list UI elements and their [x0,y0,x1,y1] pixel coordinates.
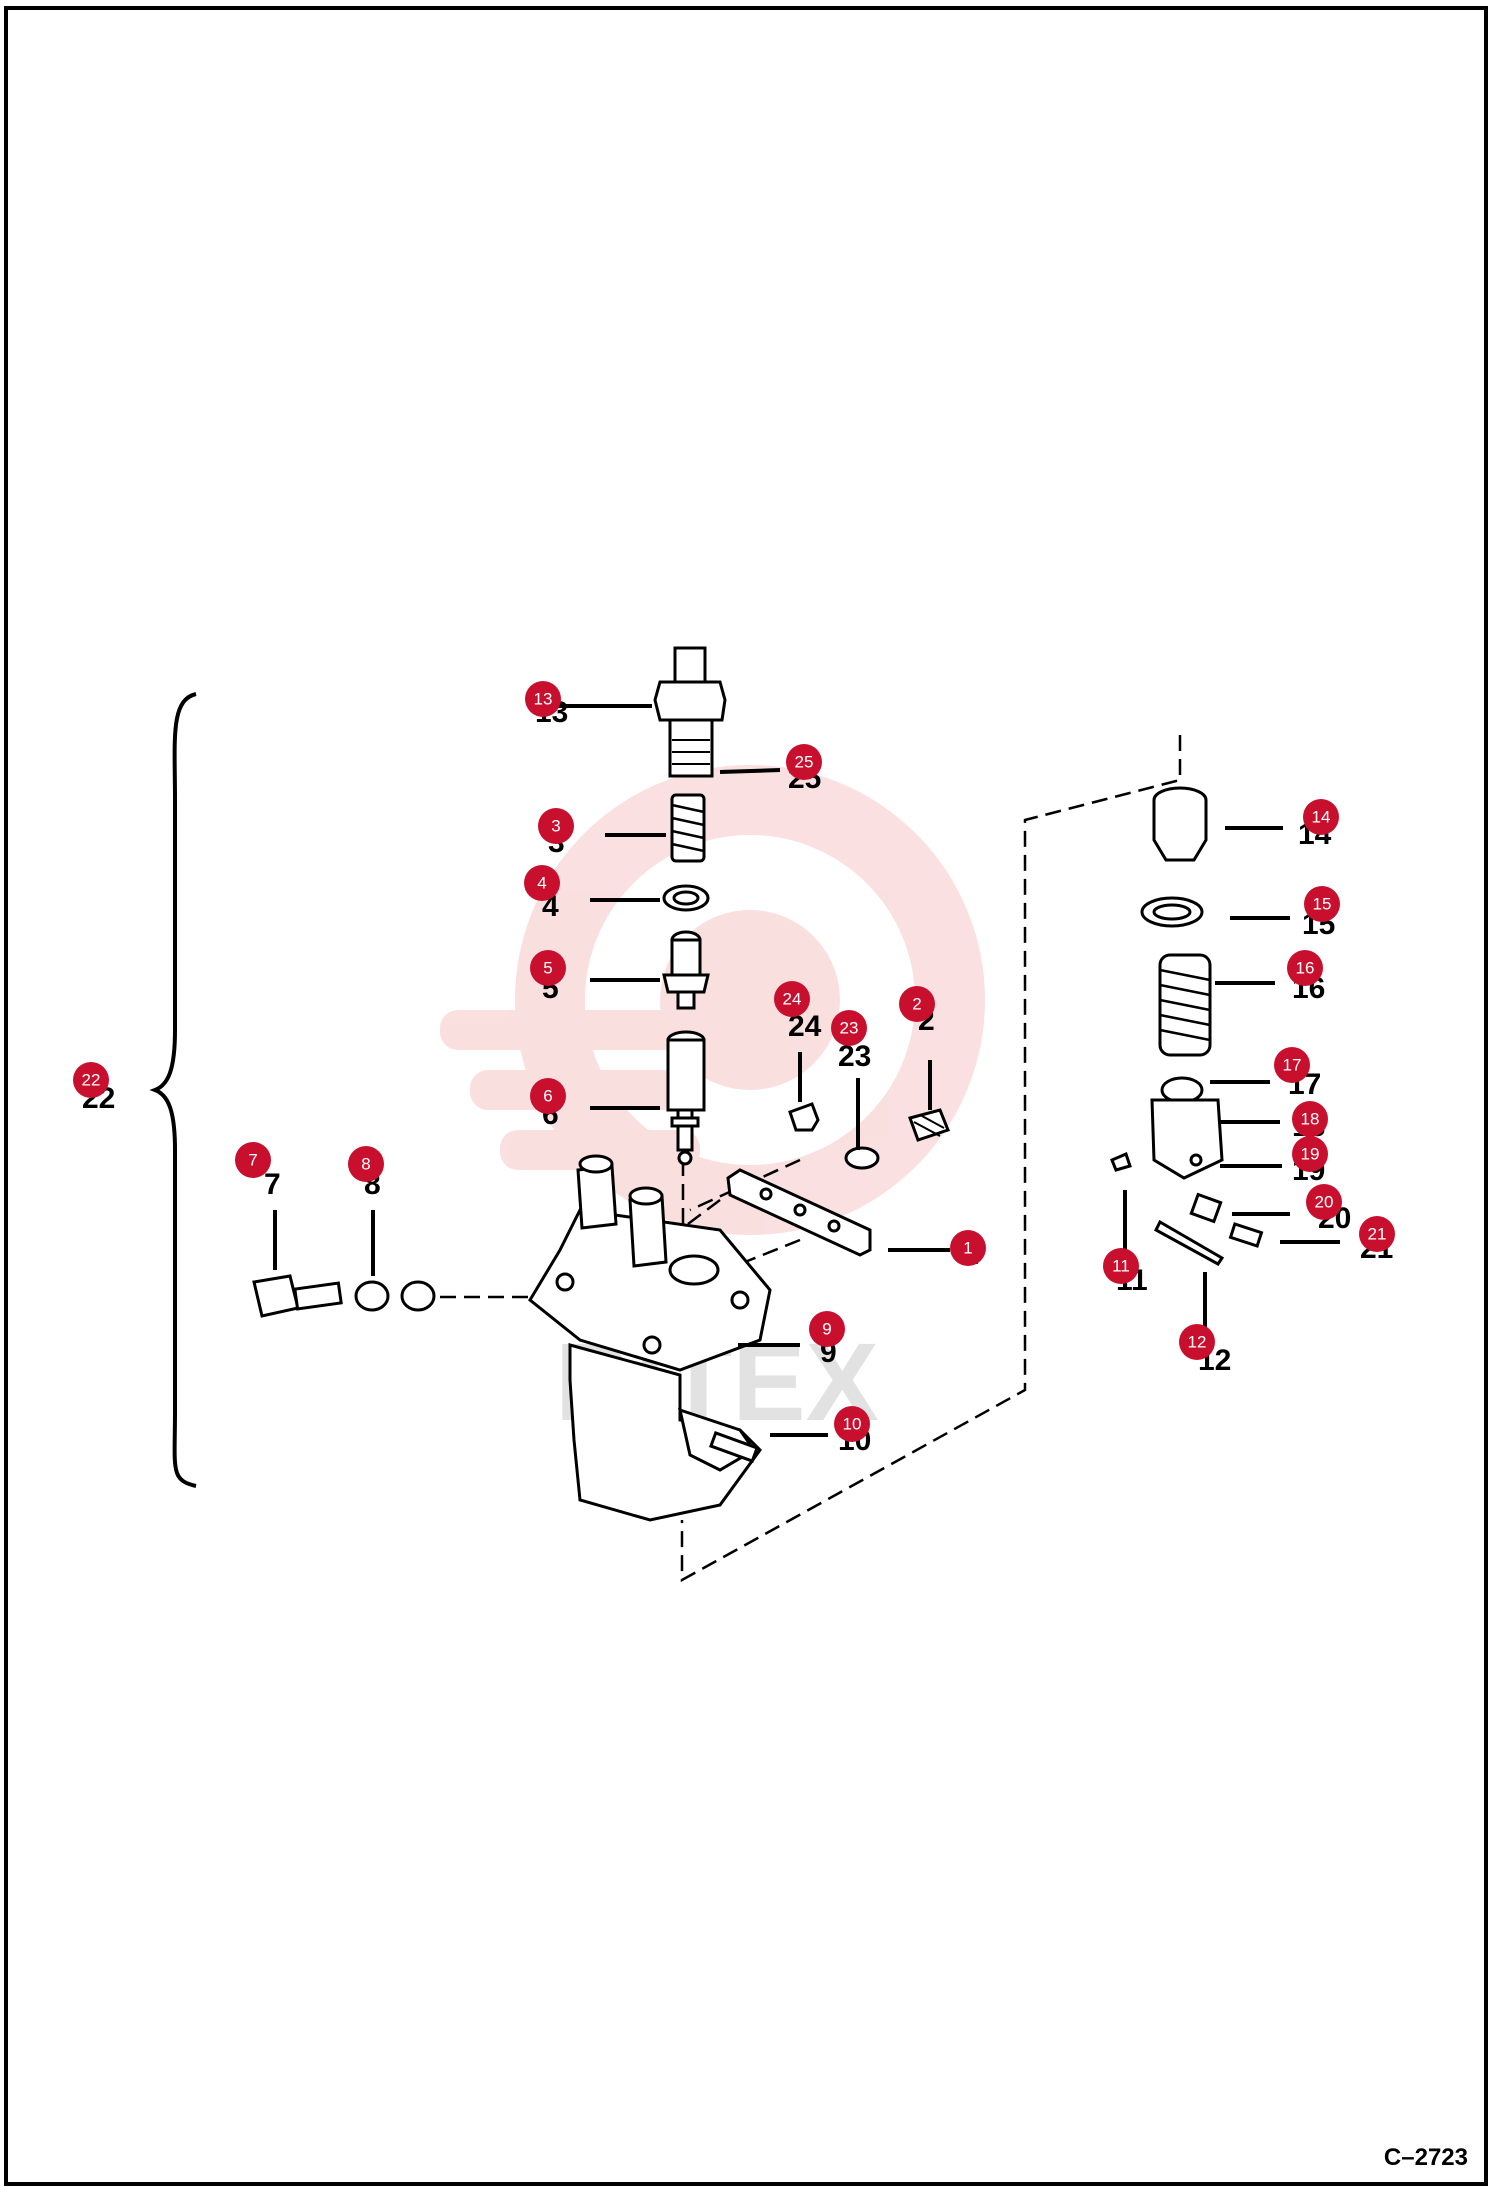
part-6-plunger [666,1030,706,1166]
callout-4[interactable]: 4 [524,865,560,901]
svg-text:7: 7 [248,1151,257,1170]
svg-text:22: 22 [82,1071,101,1090]
svg-text:2: 2 [912,995,921,1014]
callout-11[interactable]: 11 [1103,1248,1139,1284]
callout-6[interactable]: 6 [530,1078,566,1114]
svg-text:23: 23 [840,1019,859,1038]
callout-24[interactable]: 24 [774,981,810,1017]
svg-text:5: 5 [543,959,552,978]
svg-text:21: 21 [1368,1225,1387,1244]
callout-20[interactable]: 20 [1306,1184,1342,1220]
svg-text:15: 15 [1313,895,1332,914]
part-1-plate [726,1168,872,1257]
callout-5[interactable]: 5 [530,950,566,986]
svg-text:19: 19 [1301,1145,1320,1164]
part-11-screw [1110,1151,1132,1172]
drawing-frame [4,6,1488,2186]
figure-code: C–2723 [1383,2144,1468,2171]
svg-text:12: 12 [1188,1333,1207,1352]
part-20-bushing [1189,1192,1223,1224]
callout-10[interactable]: 10 [834,1406,870,1442]
callout-17[interactable]: 17 [1274,1047,1310,1083]
part-14-cap [1152,786,1208,862]
callout-22[interactable]: 22 [73,1062,109,1098]
part-7-banjo-bolt [252,1274,343,1318]
callout-25[interactable]: 25 [786,744,822,780]
svg-text:13: 13 [534,690,553,709]
svg-text:8: 8 [361,1155,370,1174]
svg-text:9: 9 [822,1320,831,1339]
svg-text:7: 7 [264,1168,281,1201]
svg-text:3: 3 [551,817,560,836]
svg-text:25: 25 [795,753,814,772]
part-2-screw [908,1108,950,1142]
part-3-spring [670,793,706,863]
part-5-delivery-valve [662,930,710,1010]
part-13-valve-holder [653,646,727,778]
part-8-washer [354,1280,390,1312]
part-24-bolt [788,1102,820,1132]
dashed-line-right-box [680,735,1182,1583]
leader-lines [273,704,1340,1437]
callout-2[interactable]: 2 [899,986,935,1022]
callout-1[interactable]: 1 [950,1230,986,1266]
callout-15[interactable]: 15 [1304,886,1340,922]
svg-text:4: 4 [537,874,546,893]
svg-text:11: 11 [1112,1257,1130,1276]
callout-12[interactable]: 12 [1179,1324,1215,1360]
callout-23[interactable]: 23 [831,1010,867,1046]
svg-text:20: 20 [1315,1193,1334,1212]
part-8-washer-2 [400,1280,436,1312]
svg-text:23: 23 [838,1040,871,1073]
svg-text:1: 1 [963,1239,972,1258]
callout-3[interactable]: 3 [538,808,574,844]
svg-text:17: 17 [1283,1056,1302,1075]
svg-text:16: 16 [1296,959,1315,978]
callout-7[interactable]: 7 [235,1142,271,1178]
part-21-pin [1228,1222,1264,1248]
svg-text:18: 18 [1301,1110,1320,1129]
pump-body [528,1154,772,1522]
callout-16[interactable]: 16 [1287,950,1323,986]
assembly-brace [149,692,197,1488]
part-23-washer [844,1146,880,1170]
callout-14[interactable]: 14 [1303,799,1339,835]
callout-18[interactable]: 18 [1292,1101,1328,1137]
svg-text:24: 24 [783,990,802,1009]
callout-21[interactable]: 21 [1359,1216,1395,1252]
part-12-pin [1154,1219,1225,1266]
callout-8[interactable]: 8 [348,1146,384,1182]
svg-text:6: 6 [543,1087,552,1106]
part-16-spring [1158,953,1212,1057]
svg-text:14: 14 [1312,808,1331,827]
callout-13[interactable]: 13 [525,681,561,717]
callout-9[interactable]: 9 [809,1311,845,1347]
callout-19[interactable]: 19 [1292,1136,1328,1172]
svg-text:10: 10 [843,1415,862,1434]
part-17-19-governor [1150,1076,1224,1180]
